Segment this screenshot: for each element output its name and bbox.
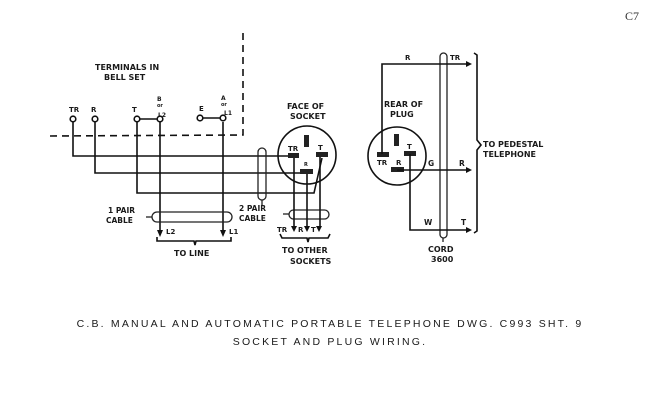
to-pedestal-label-line1: TO PEDESTAL — [483, 140, 543, 149]
plug-earth-pin — [394, 134, 399, 146]
plug-pin-label-tr: TR — [377, 159, 388, 167]
terminal-label-a: A — [221, 95, 226, 102]
terminal-label-tr: TR — [69, 106, 80, 114]
to-other-sockets-label-line2: SOCKETS — [290, 257, 332, 266]
other-t-arrow-icon — [316, 226, 322, 232]
bell-set-title-line1: TERMINALS IN — [95, 63, 159, 72]
bell-set-title-line2: BELL SET — [104, 73, 146, 82]
l1-arrow-icon — [220, 230, 226, 237]
plug-wire-tr-arrow-icon — [466, 61, 472, 67]
wire-t — [136, 122, 323, 194]
plug-wire-label-t-bottom: T — [461, 218, 467, 227]
terminal-label-l2: L2 — [158, 112, 166, 119]
plug-title-line2: PLUG — [390, 110, 414, 119]
terminal-label-b: B — [157, 96, 162, 103]
terminal-label-t: T — [132, 106, 137, 114]
plug-wire-t-arrow-icon — [466, 227, 472, 233]
terminal-r — [91, 115, 99, 123]
plug-wire-label-tr-top: TR — [450, 54, 461, 62]
other-sockets-cable-sheath — [288, 209, 330, 220]
socket-title-line1: FACE OF — [287, 102, 324, 111]
cables-group: 1 PAIR CABLE L2 L1 TO LINE 2 PAIR CABLE … — [106, 147, 332, 266]
plug-wire-label-r-top: R — [405, 54, 411, 62]
other-tr-label: TR — [277, 226, 288, 234]
terminal-tr — [69, 115, 77, 123]
terminal-label-a-or: or — [221, 102, 227, 108]
wire-r — [94, 122, 305, 174]
socket-pin-tr — [288, 153, 299, 158]
socket-pin-label-r: R — [304, 162, 308, 168]
l2-arrow-icon — [157, 230, 163, 237]
to-other-sockets-brace — [279, 233, 331, 243]
caption-line2: SOCKET AND PLUG WIRING. — [233, 336, 428, 348]
to-line-label: TO LINE — [174, 249, 209, 258]
terminal-t — [133, 115, 141, 123]
one-pair-cable-label-line1: 1 PAIR — [108, 206, 135, 215]
plug-pin-label-t: T — [407, 143, 412, 151]
plug-wire-label-g: G — [428, 159, 434, 168]
plug-pin-t — [404, 151, 416, 156]
plug-wire-t — [409, 154, 466, 231]
plug-pin-tr — [377, 152, 389, 157]
to-line-brace — [156, 237, 232, 246]
other-r-arrow-icon — [304, 226, 310, 232]
plug-wire-tr — [381, 63, 466, 154]
plug-rear-circle — [367, 126, 427, 186]
terminal-label-e: E — [199, 105, 204, 113]
bell-set-group: TERMINALS IN BELL SET TR R T B or L2 E A… — [49, 33, 323, 232]
other-t-label: T — [311, 226, 316, 234]
terminal-l2 — [156, 115, 164, 123]
caption-line1: C.B. MANUAL AND AUTOMATIC PORTABLE TELEP… — [77, 318, 584, 330]
cord-sheath — [439, 52, 448, 239]
l2-label: L2 — [166, 228, 175, 236]
bell-set-enclosure-dashed — [49, 33, 244, 137]
socket-earth-pin — [304, 135, 309, 147]
terminal-label-l1: L1 — [224, 110, 232, 117]
cord-label-line1: CORD — [428, 245, 454, 254]
wire-tr — [72, 122, 293, 157]
one-pair-cable-label-line2: CABLE — [106, 216, 133, 225]
page-reference: C7 — [625, 9, 639, 23]
socket-pin-label-t: T — [318, 144, 323, 152]
terminal-label-b-or: or — [157, 103, 163, 109]
socket-group: FACE OF SOCKET TR T R — [277, 102, 337, 226]
socket-title-line2: SOCKET — [290, 112, 326, 121]
to-other-sockets-label-line1: TO OTHER — [282, 246, 328, 255]
plug-wire-label-w: W — [424, 218, 433, 227]
socket-pin-label-tr: TR — [288, 145, 299, 153]
plug-pin-label-r: R — [396, 159, 402, 167]
two-pair-cable-label-line1: 2 PAIR — [239, 204, 266, 213]
plug-wire-label-r-mid: R — [459, 159, 465, 168]
plug-title-line1: REAR OF — [384, 100, 423, 109]
terminal-l1 — [219, 114, 227, 122]
other-r-label: R — [298, 226, 304, 234]
socket-pin-r — [300, 169, 313, 174]
other-tr-arrow-icon — [291, 226, 297, 232]
to-pedestal-brace — [473, 52, 483, 234]
terminal-e — [196, 114, 204, 122]
cord-label-line2: 3600 — [431, 255, 454, 264]
terminal-label-r: R — [91, 106, 97, 114]
plug-wire-r-arrow-icon — [466, 167, 472, 173]
socket-pin-t — [316, 152, 328, 157]
one-pair-cable-sheath — [151, 211, 233, 223]
two-pair-cable-label-line2: CABLE — [239, 214, 266, 223]
l1-label: L1 — [229, 228, 238, 236]
plug-group: REAR OF PLUG TR T R R TR G R W T TO PEDE… — [367, 52, 543, 264]
to-pedestal-label-line2: TELEPHONE — [483, 150, 536, 159]
